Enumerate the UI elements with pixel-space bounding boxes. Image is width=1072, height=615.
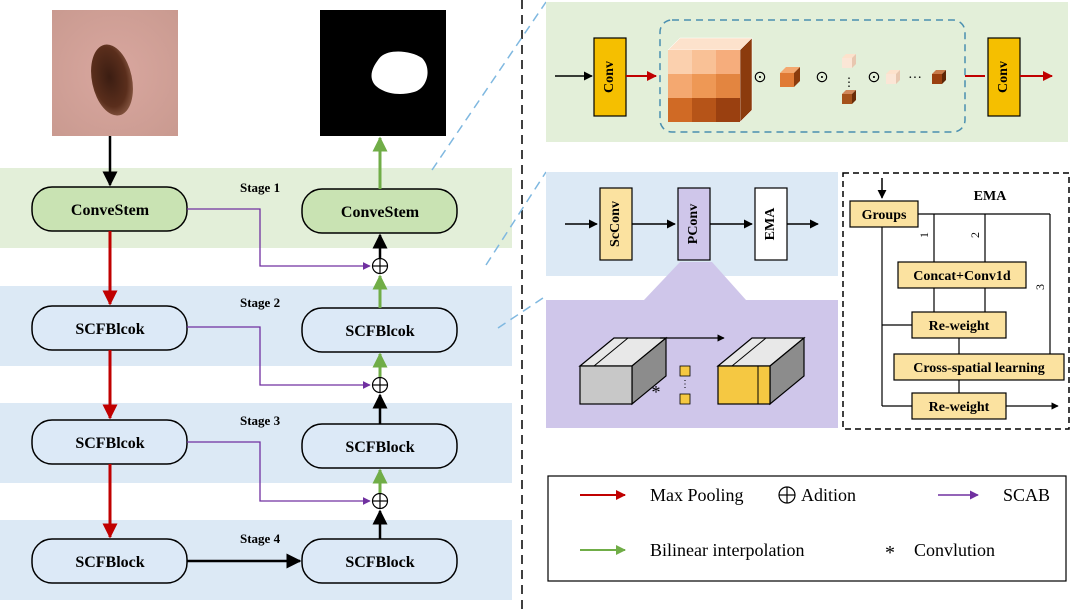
- stage-2-label: Stage 2: [240, 295, 280, 310]
- legend-convolution: Convlution: [914, 540, 995, 560]
- pconv-kernels: ⋮: [679, 365, 691, 405]
- concat-label: Concat+Conv1d: [913, 269, 1011, 284]
- small-cube-column: ⋮: [842, 54, 856, 104]
- groups-box: [849, 200, 919, 228]
- conv-left-box: [593, 37, 627, 117]
- small-cube-2: [886, 70, 900, 84]
- small-cube-1: [780, 67, 800, 87]
- output-mask: [320, 10, 446, 136]
- groups-label: Groups: [862, 208, 907, 223]
- encoder-label-4: SCFBlock: [75, 554, 144, 571]
- feature-cube: [667, 37, 753, 123]
- decoder-label-4: SCFBlock: [345, 554, 414, 571]
- conv-detail-panel: [546, 2, 1068, 142]
- pconv-label: PConv: [686, 204, 701, 244]
- dot-operator-2: ⊙: [815, 69, 828, 86]
- stage-3-label: Stage 3: [240, 413, 281, 428]
- reweight-box-2: [911, 392, 1007, 420]
- conv-left-label: Conv: [602, 61, 617, 93]
- dot-operator-1: ⊙: [753, 69, 766, 86]
- ema-branch-3-label: 3: [1033, 284, 1047, 290]
- decoder-label-2: SCFBlcok: [345, 323, 414, 340]
- small-cube-3: [932, 70, 946, 84]
- stage-4-label: Stage 4: [240, 531, 281, 546]
- pconv-output-tensor: [716, 336, 806, 406]
- scconv-label: ScConv: [608, 201, 623, 247]
- legend-addition-icon: [778, 486, 796, 504]
- cross-spatial-label: Cross-spatial learning: [913, 361, 1045, 376]
- legend-scab: SCAB: [1003, 485, 1050, 505]
- svg-text:⋮: ⋮: [680, 379, 690, 390]
- ema-branch-1-label: 1: [917, 232, 931, 238]
- skip-connection-2: [187, 326, 371, 389]
- encoder-label-1: ConveStem: [71, 202, 150, 219]
- dot-operator-3: ⊙: [867, 69, 880, 86]
- legend-box: [547, 475, 1067, 582]
- ema-branch-2-label: 2: [968, 232, 982, 238]
- ema-box: [754, 187, 788, 261]
- zoom-line-2: [485, 171, 547, 266]
- svg-text:⋮: ⋮: [843, 75, 855, 89]
- pconv-callout: [644, 262, 746, 300]
- zoom-line-1: [431, 1, 547, 171]
- scconv-box: [599, 187, 633, 261]
- decoder-label-3: SCFBlock: [345, 439, 414, 456]
- addition-node-1: [371, 257, 389, 275]
- pconv-input-tensor: [578, 336, 668, 406]
- encoder-label-3: SCFBlcok: [75, 435, 144, 452]
- legend-conv-symbol: *: [885, 542, 895, 564]
- pconv-box: [677, 187, 711, 261]
- addition-node-2: [371, 376, 389, 394]
- input-image: [52, 10, 178, 136]
- legend-addition: Adition: [801, 485, 856, 505]
- pconv-conv-symbol: *: [652, 382, 661, 402]
- encoder-label-2: SCFBlcok: [75, 321, 144, 338]
- ema-title: EMA: [974, 189, 1008, 204]
- cross-spatial-box: [893, 353, 1065, 381]
- reweight-label-2: Re-weight: [929, 400, 990, 415]
- skip-connection-1: [187, 208, 371, 270]
- dots-ellipsis: ···: [908, 71, 922, 86]
- reweight-box-1: [911, 311, 1007, 339]
- conv-right-label: Conv: [996, 61, 1011, 93]
- reweight-label-1: Re-weight: [929, 319, 990, 334]
- stage-1-label: Stage 1: [240, 180, 280, 195]
- concat-box: [897, 261, 1027, 289]
- zoom-line-3: [497, 295, 547, 329]
- legend-max-pooling: Max Pooling: [650, 485, 744, 505]
- conv-right-box: [987, 37, 1021, 117]
- ema-box-label: EMA: [763, 207, 778, 241]
- addition-node-3: [371, 492, 389, 510]
- skip-connection-3: [187, 441, 371, 505]
- legend-bilinear: Bilinear interpolation: [650, 540, 804, 560]
- conv-inner-dashed-box: [659, 19, 966, 133]
- decoder-label-1: ConveStem: [341, 204, 420, 221]
